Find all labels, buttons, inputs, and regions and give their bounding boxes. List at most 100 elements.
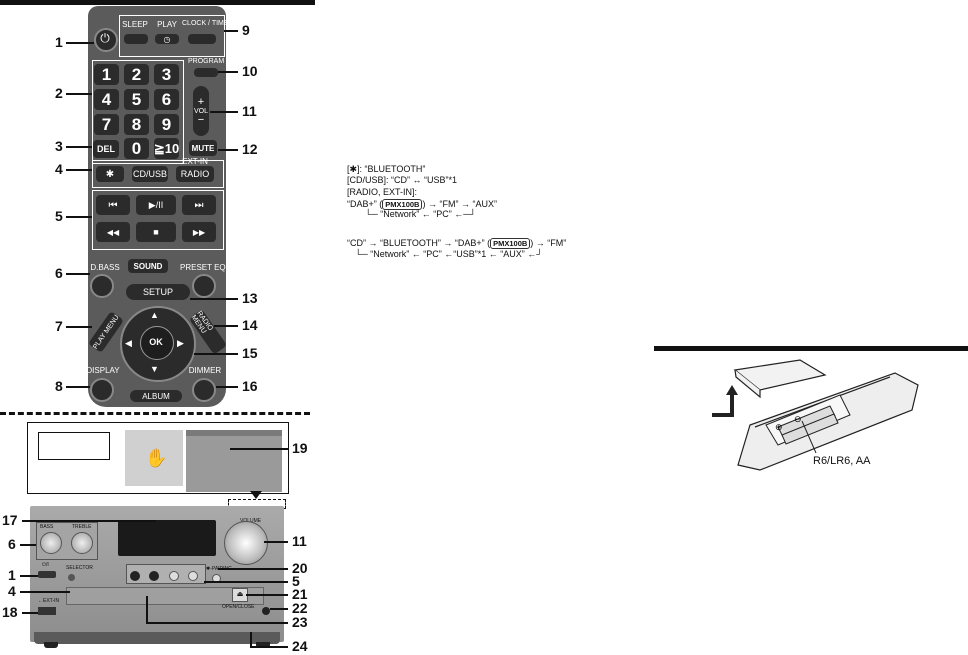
left-arrow-icon: ◀ <box>125 338 132 348</box>
dimmer-button[interactable] <box>192 378 216 402</box>
display-button[interactable] <box>90 378 114 402</box>
leader-line <box>66 386 90 388</box>
leader-line <box>20 575 38 577</box>
stop-button[interactable]: ■ <box>136 222 176 242</box>
callout-23: 23 <box>292 614 308 630</box>
num-2-button[interactable]: 2 <box>124 64 149 85</box>
callout-1b: 1 <box>8 567 16 583</box>
play-label: PLAY <box>157 20 177 29</box>
sound-button[interactable]: SOUND <box>128 259 168 273</box>
transport-group <box>92 190 224 250</box>
nfc-icon: ✋ <box>145 448 168 468</box>
arrow-icon <box>712 385 738 417</box>
battery-cover <box>733 359 827 399</box>
headphone-jack[interactable] <box>262 607 270 615</box>
open-close-label: OPEN/CLOSE <box>222 604 255 610</box>
callout-21: 21 <box>292 586 308 602</box>
volume-knob[interactable] <box>224 521 268 565</box>
battery-type-label: R6/LR6, AA <box>813 455 871 467</box>
num-6-button[interactable]: 6 <box>154 89 179 110</box>
callout-5: 5 <box>55 208 63 224</box>
power-button[interactable] <box>94 28 118 52</box>
del-button[interactable]: DEL <box>93 140 119 158</box>
bluetooth-button[interactable]: ✱ <box>96 166 124 182</box>
model-badge-2: PMX100B <box>490 238 531 249</box>
num-4-button[interactable]: 4 <box>94 89 119 110</box>
callout-16: 16 <box>242 378 258 394</box>
setup-button[interactable]: SETUP <box>126 284 190 300</box>
sleep-button[interactable] <box>124 34 148 44</box>
leader-line <box>230 448 288 450</box>
program-button[interactable] <box>194 68 218 77</box>
unit-next-button[interactable] <box>188 571 198 581</box>
leader-line <box>216 386 238 388</box>
disc-tray <box>66 587 264 605</box>
d-bass-button[interactable] <box>90 274 114 298</box>
display-label: DISPLAY <box>86 366 120 375</box>
callout-7: 7 <box>55 318 63 334</box>
num-0-button[interactable]: 0 <box>124 138 149 159</box>
leader-line <box>20 544 36 546</box>
num-8-button[interactable]: 8 <box>124 114 149 135</box>
forward-button[interactable]: ▶▶ <box>182 222 216 242</box>
callout-17: 17 <box>2 512 18 528</box>
top-button-group <box>119 15 225 57</box>
num-5-button[interactable]: 5 <box>124 89 149 110</box>
album-button[interactable]: ALBUM <box>130 390 182 402</box>
inset-display-window <box>38 432 110 460</box>
leader-line <box>146 622 288 624</box>
ok-button[interactable] <box>140 326 174 360</box>
play-timer-button[interactable]: ◷ <box>155 34 179 44</box>
battery-diagram: ⊕ ⊖ <box>712 359 919 471</box>
leader-line <box>146 596 148 623</box>
mute-button[interactable]: MUTE <box>189 140 217 156</box>
power-button[interactable] <box>38 571 56 578</box>
selector-line-bluetooth: [✱]: “BLUETOOTH” <box>347 164 426 174</box>
play-menu-button[interactable]: PLAY MENU <box>87 311 125 353</box>
callout-19: 19 <box>292 440 308 456</box>
rewind-button[interactable]: ◀◀ <box>96 222 130 242</box>
dashed-separator <box>0 412 310 415</box>
program-label: PROGRAM <box>188 58 225 65</box>
callout-11: 11 <box>242 103 257 119</box>
usb-port[interactable] <box>38 607 56 615</box>
prev-button[interactable]: ⏮ <box>96 195 130 215</box>
minus-symbol: ⊖ <box>794 414 802 424</box>
volume-rocker[interactable]: + VOL − <box>193 86 209 136</box>
treble-knob[interactable] <box>71 532 93 554</box>
callout-6: 6 <box>55 265 63 281</box>
power-icon: ⏻ <box>100 31 110 45</box>
play-pause-button[interactable]: ▶/II <box>136 195 176 215</box>
preset-eq-button[interactable] <box>192 274 216 298</box>
num-3-button[interactable]: 3 <box>154 64 179 85</box>
radio-button[interactable]: RADIO <box>176 166 214 182</box>
unit-display <box>118 520 216 556</box>
selector-label: SELECTOR <box>66 565 93 571</box>
callout-3: 3 <box>55 138 63 154</box>
num-7-button[interactable]: 7 <box>94 114 119 135</box>
callout-5b: 5 <box>292 573 300 589</box>
selector-button[interactable] <box>68 574 75 581</box>
batteries <box>777 405 839 445</box>
cd-usb-button[interactable]: CD/USB <box>132 166 168 182</box>
foot-right <box>256 642 270 648</box>
bass-knob[interactable] <box>40 532 62 554</box>
ok-label: OK <box>149 337 163 347</box>
callout-13: 13 <box>242 290 258 306</box>
selector-line-full-cycle: “CD” → “BLUETOOTH” → “DAB+” (PMX100B) → … <box>347 238 566 249</box>
leader-line <box>210 111 238 113</box>
num-10-button[interactable]: ≧10 <box>154 138 179 159</box>
unit-play-pause-button[interactable] <box>149 571 159 581</box>
vol-minus-label: − <box>197 113 205 126</box>
foot-left <box>44 642 58 648</box>
callout-6b: 6 <box>8 536 16 552</box>
num-9-button[interactable]: 9 <box>154 114 179 135</box>
unit-prev-button[interactable] <box>169 571 179 581</box>
leader-line <box>224 30 238 32</box>
unit-stop-button[interactable] <box>130 571 140 581</box>
next-button[interactable]: ⏭ <box>182 195 216 215</box>
clock-timer-button[interactable] <box>188 34 216 44</box>
full-cycle-end: ) → “FM” <box>530 238 567 248</box>
callout-9: 9 <box>242 22 250 38</box>
num-1-button[interactable]: 1 <box>94 64 119 85</box>
